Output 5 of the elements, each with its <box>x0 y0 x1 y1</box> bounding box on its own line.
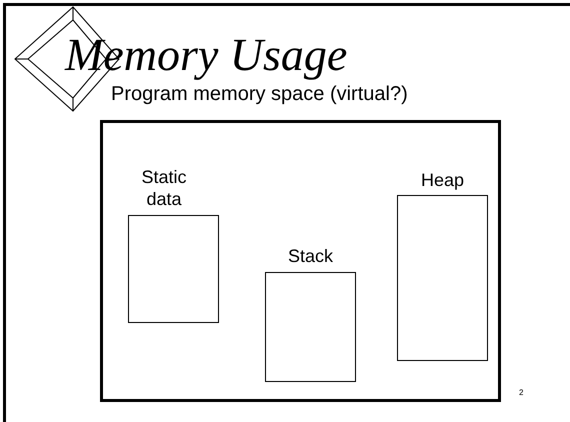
box-heading: Program memory space (virtual?) <box>111 83 409 105</box>
box-heading: Stack <box>286 245 334 267</box>
box-heading: Static data <box>140 166 188 210</box>
box-heading: Heap <box>420 169 466 191</box>
slide-number: 2 <box>519 388 524 398</box>
